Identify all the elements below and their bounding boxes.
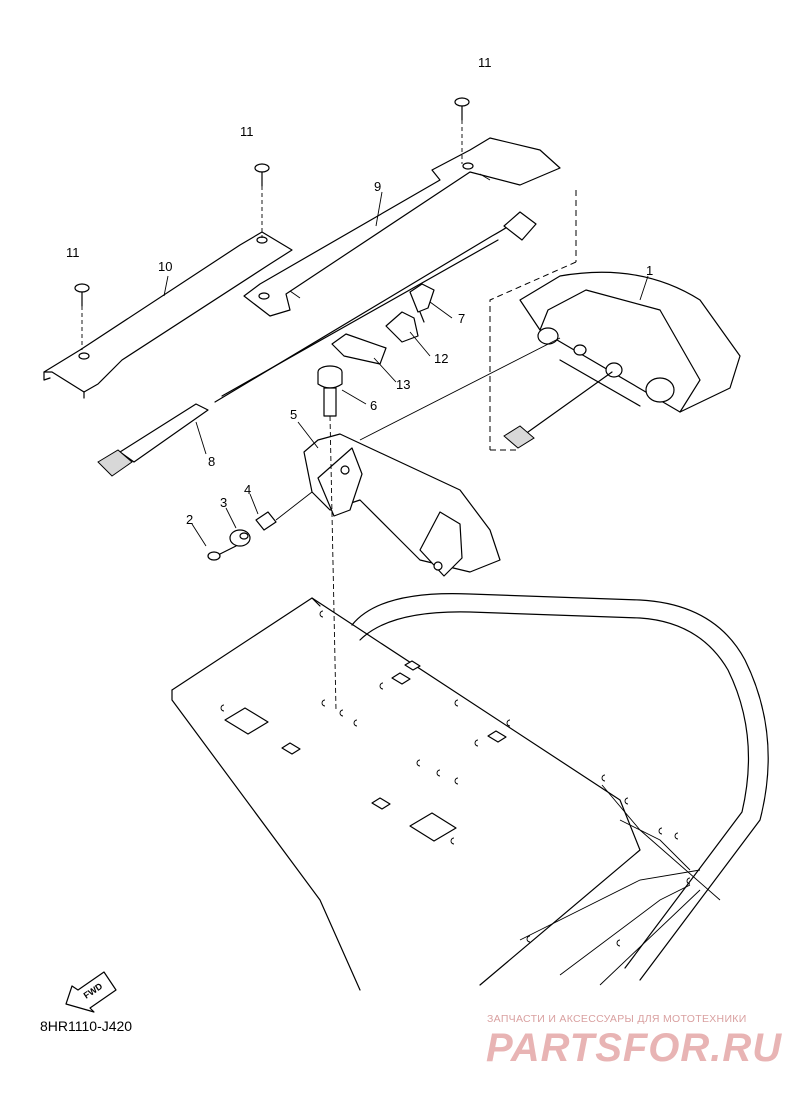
callout-8: 8 — [208, 454, 215, 469]
callout-4: 4 — [244, 482, 251, 497]
diagram-code: 8HR1110-J420 — [40, 1018, 133, 1034]
callout-13: 13 — [396, 377, 410, 392]
callout-3: 3 — [220, 495, 227, 510]
part-1-lamp-assembly — [503, 271, 741, 449]
forward-arrow-icon: FWD — [65, 971, 117, 1013]
callout-11-middle: 11 — [240, 124, 254, 139]
part-11-screw-c — [454, 97, 470, 121]
part-10-rail — [43, 231, 293, 399]
part-1-group-box — [489, 190, 577, 451]
part-11-screw-a — [74, 283, 90, 307]
part-3-grommet — [229, 529, 251, 547]
callout-10: 10 — [158, 259, 172, 274]
callout-12: 12 — [434, 351, 448, 366]
vehicle-frame — [171, 593, 769, 991]
callout-7: 7 — [458, 311, 465, 326]
part-5-housing — [303, 433, 501, 577]
part-11-screw-b — [254, 163, 270, 187]
part-12-clamp — [385, 311, 419, 343]
callout-5: 5 — [290, 407, 297, 422]
part-4-collar — [255, 511, 277, 531]
part-8-cable — [97, 211, 537, 477]
part-7-clip — [409, 283, 435, 323]
part-6-bolt — [317, 365, 343, 417]
watermark-tagline: ЗАПЧАСТИ И АКСЕССУАРЫ ДЛЯ МОТОТЕХНИКИ — [487, 1013, 747, 1025]
watermark-logo: PARTSFOR.RU — [486, 1026, 783, 1070]
callout-11-right: 11 — [478, 55, 492, 70]
part-2-screw — [207, 545, 237, 561]
callout-2: 2 — [186, 512, 193, 527]
leader-lines — [81, 120, 649, 711]
callout-1: 1 — [646, 263, 653, 278]
callout-9: 9 — [374, 179, 381, 194]
part-9-rail — [243, 137, 561, 317]
callout-6: 6 — [370, 398, 377, 413]
part-13-bracket — [331, 333, 387, 365]
callout-11-left: 11 — [66, 245, 80, 260]
callout-labels: 1 2 3 4 5 6 7 8 9 10 11 11 11 12 13 — [66, 55, 653, 527]
